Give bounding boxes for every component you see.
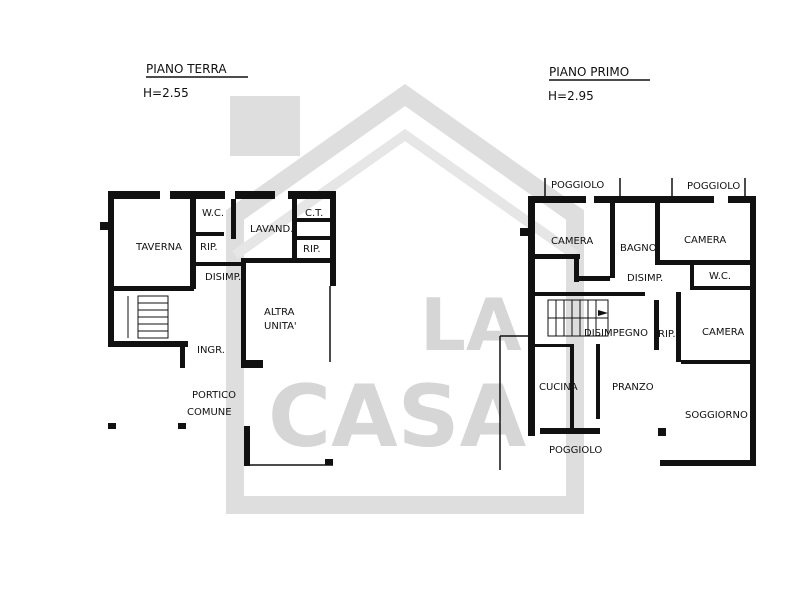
wall-segment xyxy=(535,254,580,259)
wall-segment xyxy=(535,344,574,347)
room-label-poggiolo: POGGIOLO xyxy=(687,181,740,192)
room-label-disimp: DISIMP. xyxy=(205,272,241,283)
wall-segment xyxy=(658,428,666,436)
room-label-wc: W.C. xyxy=(709,271,731,282)
wall-segment xyxy=(681,360,750,364)
room-label-ingr: INGR. xyxy=(197,345,225,356)
watermark-line1: LA xyxy=(420,283,522,367)
wall-segment xyxy=(528,196,535,296)
ground-floor-plan: PIANO TERRA H=2.55 xyxy=(100,62,336,466)
wall-segment xyxy=(231,199,236,239)
wall-segment xyxy=(297,236,330,240)
room-label-taverna: TAVERNA xyxy=(135,242,182,253)
room-label-disimpegno: DISIMPEGNO xyxy=(584,328,648,339)
wall-segment xyxy=(178,423,186,429)
wall-segment xyxy=(728,196,756,203)
wall-segment xyxy=(540,428,600,434)
wall-segment xyxy=(690,265,694,290)
wall-segment xyxy=(100,222,108,230)
wall-segment xyxy=(180,346,185,368)
wall-segment xyxy=(288,191,336,199)
wall-segment xyxy=(114,286,194,291)
wall-segment xyxy=(110,191,160,199)
wall-segment xyxy=(660,460,756,466)
wall-segment xyxy=(325,459,333,465)
room-label-cucina: CUCINA xyxy=(539,382,578,393)
wall-segment xyxy=(676,292,681,362)
wall-segment xyxy=(196,232,224,236)
watermark-house-icon xyxy=(226,83,584,514)
wall-segment xyxy=(574,254,579,282)
room-label-camera: CAMERA xyxy=(551,236,593,247)
room-label-pranzo: PRANZO xyxy=(612,382,654,393)
room-label-bagno: BAGNO xyxy=(620,243,657,254)
room-label-rip: RIP. xyxy=(200,242,218,253)
wall-segment xyxy=(241,258,246,368)
wall-segment xyxy=(660,260,750,265)
ground-floor-height: H=2.55 xyxy=(143,86,189,100)
wall-segment xyxy=(330,191,336,286)
room-label-camera: CAMERA xyxy=(702,327,744,338)
wall-segment xyxy=(654,300,659,350)
wall-segment xyxy=(655,203,660,265)
room-label-unita: UNITA' xyxy=(264,321,297,332)
wall-segment xyxy=(535,292,645,296)
watermark-line2: CASA xyxy=(268,367,527,467)
wall-segment xyxy=(235,191,275,199)
staircase-icon xyxy=(127,295,169,339)
wall-segment xyxy=(570,344,574,429)
wall-segment xyxy=(244,426,250,466)
room-label-wc: W.C. xyxy=(202,208,224,219)
wall-segment xyxy=(108,191,114,291)
first-floor-title: PIANO PRIMO xyxy=(549,65,629,79)
room-label-ct: C.T. xyxy=(305,208,323,219)
first-floor-plan: PIANO PRIMO H=2.95 xyxy=(499,65,756,470)
wall-segment xyxy=(246,258,330,263)
staircase-icon xyxy=(547,299,609,337)
wall-segment xyxy=(750,196,756,466)
wall-segment xyxy=(297,218,330,222)
room-label-soggiorno: SOGGIORNO xyxy=(685,410,748,421)
room-label-portico: PORTICO xyxy=(192,390,236,401)
watermark: LA CASA xyxy=(226,83,584,514)
first-floor-height: H=2.95 xyxy=(548,89,594,103)
room-label-rip: RIP. xyxy=(658,329,676,340)
room-label-lavand: LAVAND. xyxy=(250,224,293,235)
wall-segment xyxy=(610,203,615,278)
wall-segment xyxy=(292,199,297,259)
wall-segment xyxy=(190,199,196,289)
room-label-comune: COMUNE xyxy=(187,407,232,418)
room-label-rip: RIP. xyxy=(303,244,321,255)
wall-segment xyxy=(694,286,750,290)
wall-segment xyxy=(528,296,535,436)
room-label-poggiolo: POGGIOLO xyxy=(549,445,602,456)
wall-segment xyxy=(196,262,241,266)
watermark-chimney xyxy=(230,96,300,156)
wall-segment xyxy=(594,196,714,203)
wall-segment xyxy=(520,228,528,236)
room-label-poggiolo: POGGIOLO xyxy=(551,180,604,191)
wall-segment xyxy=(108,423,116,429)
wall-segment xyxy=(241,360,263,368)
wall-segment xyxy=(108,341,188,347)
room-label-camera: CAMERA xyxy=(684,235,726,246)
wall-segment xyxy=(170,191,225,199)
wall-segment xyxy=(528,196,586,203)
wall-segment xyxy=(596,344,600,419)
ground-floor-title: PIANO TERRA xyxy=(146,62,227,76)
wall-segment xyxy=(579,276,610,281)
room-label-altra: ALTRA xyxy=(264,307,295,318)
wall-segment xyxy=(108,291,114,347)
room-label-disimp: DISIMP. xyxy=(627,273,663,284)
